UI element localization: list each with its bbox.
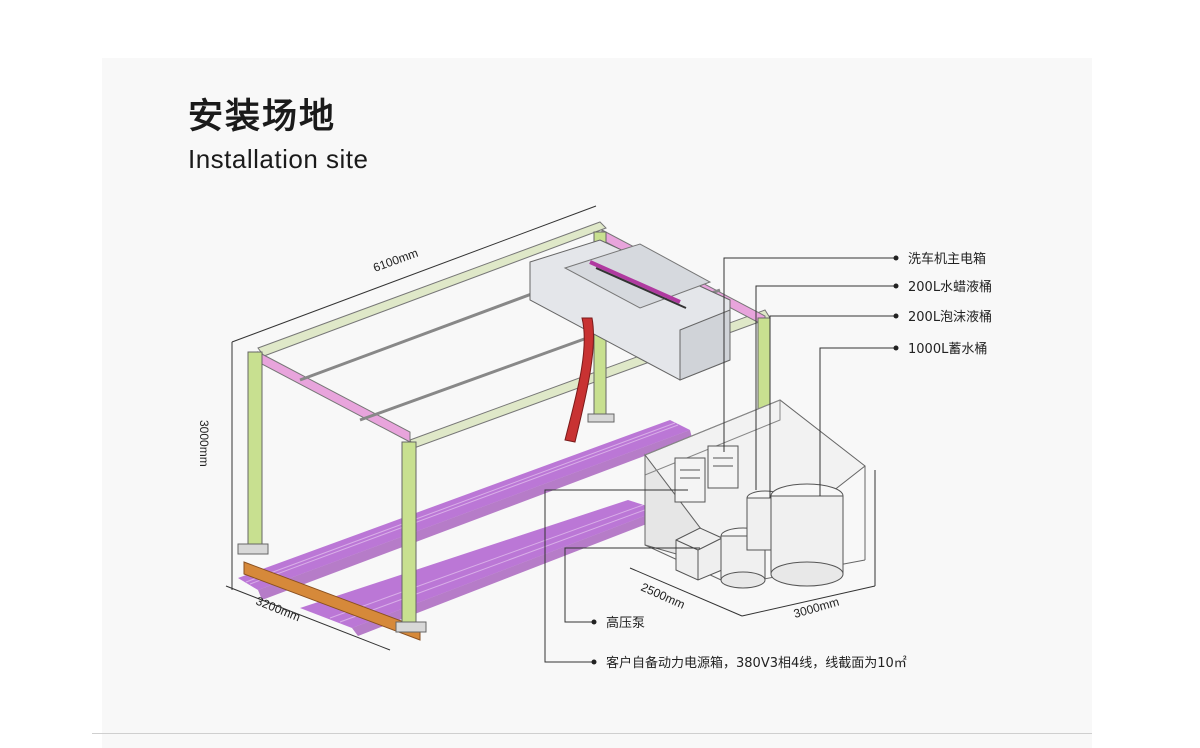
footer-divider (92, 733, 1092, 734)
callout-dots (591, 255, 899, 665)
page-title: 安装场地 (188, 97, 337, 137)
callout-water-tank: 1000L蓄水桶 (908, 342, 987, 357)
dimension-room-depth: 2500mm (639, 580, 687, 612)
callout-main-box: 洗车机主电箱 (908, 251, 986, 267)
dimension-width: 3200mm (254, 594, 303, 624)
callout-power-box: 客户自备动力电源箱，380V3相4线，线截面为10㎡ (606, 655, 907, 671)
washer-machine (529, 239, 731, 381)
brush (564, 317, 595, 443)
callout-foam-bucket: 200L泡沫液桶 (908, 310, 992, 325)
electric-boxes (674, 445, 739, 503)
callout-pump: 高压泵 (606, 615, 645, 631)
callout-wax-bucket: 200L水蜡液桶 (908, 280, 992, 295)
floor-crossbeam (243, 561, 421, 641)
callout-leaders (544, 257, 894, 663)
dimension-length: 6100mm (371, 246, 420, 275)
dimension-room-width: 3000mm (792, 595, 841, 621)
grate-stripes (245, 422, 679, 623)
page-subtitle: Installation site (188, 144, 369, 174)
dimension-height: 3000mm (197, 420, 211, 467)
tanks (720, 483, 844, 589)
dimension-lines (225, 205, 876, 651)
